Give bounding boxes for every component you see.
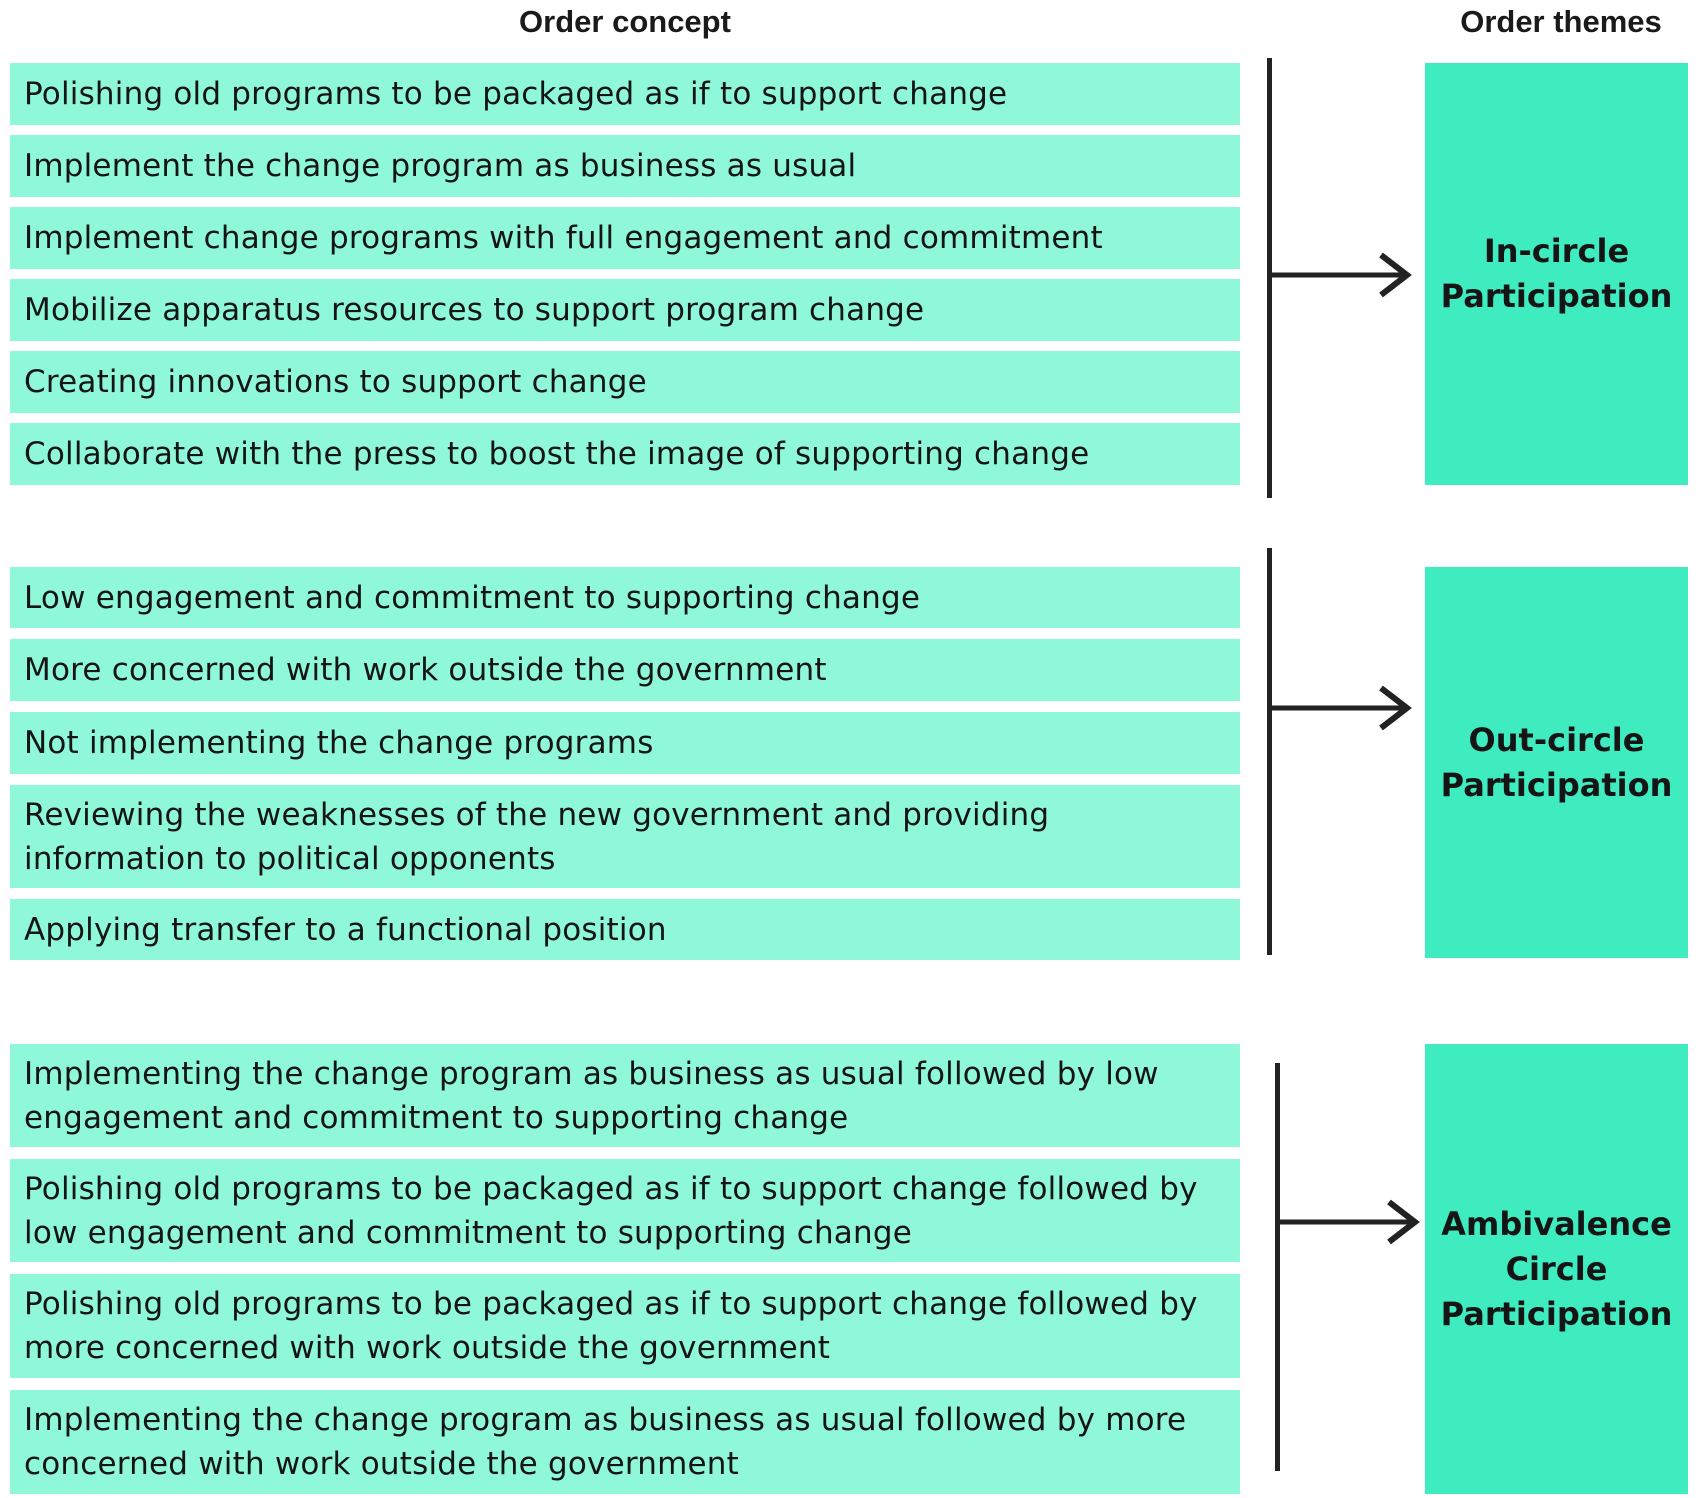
- theme-box-ambivalence-circle: Ambivalence Circle Participation: [1425, 1044, 1688, 1494]
- bracket-line: [1267, 58, 1272, 498]
- concept-item: Low engagement and commitment to support…: [10, 567, 1240, 628]
- concept-item: More concerned with work outside the gov…: [10, 639, 1240, 701]
- concept-item: Reviewing the weaknesses of the new gove…: [10, 785, 1240, 888]
- theme-label: Ambivalence Circle Participation: [1440, 1204, 1673, 1333]
- concept-item: Implement the change program as business…: [10, 135, 1240, 197]
- arrow-right-icon: [1269, 252, 1412, 298]
- arrow-right-icon: [1277, 1199, 1420, 1245]
- theme-label: In-circle Participation: [1440, 232, 1673, 315]
- concept-item: Implementing the change program as busin…: [10, 1044, 1240, 1147]
- concept-item: Creating innovations to support change: [10, 351, 1240, 413]
- concept-item: Applying transfer to a functional positi…: [10, 899, 1240, 960]
- order-themes-header: Order themes: [1460, 4, 1662, 39]
- theme-label: Out-circle Participation: [1440, 720, 1673, 804]
- concept-item: Implement change programs with full enga…: [10, 207, 1240, 269]
- theme-box-out-circle: Out-circle Participation: [1425, 567, 1688, 958]
- concept-item: Polishing old programs to be packaged as…: [10, 63, 1240, 125]
- concept-item: Not implementing the change programs: [10, 712, 1240, 774]
- concept-item: Polishing old programs to be packaged as…: [10, 1274, 1240, 1378]
- bracket-line: [1267, 548, 1272, 955]
- concept-item: Collaborate with the press to boost the …: [10, 423, 1240, 485]
- order-concept-header: Order concept: [519, 4, 731, 39]
- concept-item: Polishing old programs to be packaged as…: [10, 1159, 1240, 1262]
- theme-box-in-circle: In-circle Participation: [1425, 63, 1688, 485]
- concept-item: Implementing the change program as busin…: [10, 1390, 1240, 1494]
- concept-item: Mobilize apparatus resources to support …: [10, 279, 1240, 341]
- arrow-right-icon: [1269, 685, 1412, 731]
- bracket-line: [1275, 1063, 1280, 1471]
